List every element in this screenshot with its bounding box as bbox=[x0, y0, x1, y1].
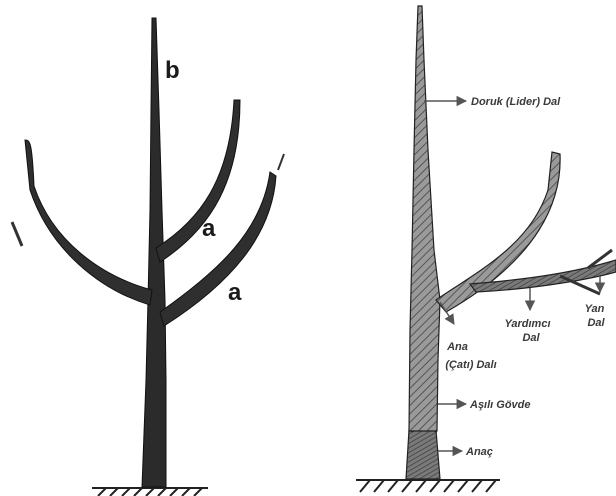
stroke-mark bbox=[278, 154, 284, 170]
label-helper-branch-line1: Yardımcı bbox=[504, 318, 550, 330]
right-ground bbox=[356, 480, 500, 492]
label-side-branch-line2: Dal bbox=[587, 317, 605, 329]
left-branch-upper-right bbox=[156, 100, 240, 262]
rootstock-section bbox=[406, 430, 440, 479]
label-leader: Doruk (Lider) Dal bbox=[471, 96, 561, 108]
label-b: b bbox=[165, 57, 180, 84]
left-ground bbox=[92, 488, 208, 496]
label-helper-branch-line2: Dal bbox=[522, 332, 540, 344]
stroke-mark bbox=[12, 222, 22, 246]
right-trunk bbox=[409, 6, 440, 431]
label-rootstock: Anaç bbox=[465, 446, 493, 458]
left-branch-left bbox=[25, 140, 152, 305]
label-main-branch-line1: Ana bbox=[446, 341, 468, 353]
label-helper-branch: Yardımcı Dal bbox=[504, 318, 553, 344]
label-side-branch-line1: Yan bbox=[585, 303, 605, 315]
label-grafted-trunk: Aşılı Gövde bbox=[469, 399, 531, 411]
label-a-lower: a bbox=[228, 279, 242, 306]
label-a-upper: a bbox=[202, 215, 216, 242]
left-tree: b a a bbox=[12, 18, 284, 496]
label-side-branch: Yan Dal bbox=[585, 303, 608, 329]
label-main-branch-line2: (Çatı) Dalı bbox=[445, 359, 496, 371]
right-tree: Doruk (Lider) Dal Ana (Çatı) Dalı Yardım… bbox=[356, 6, 616, 492]
label-main-branch: Ana (Çatı) Dalı bbox=[445, 341, 496, 371]
